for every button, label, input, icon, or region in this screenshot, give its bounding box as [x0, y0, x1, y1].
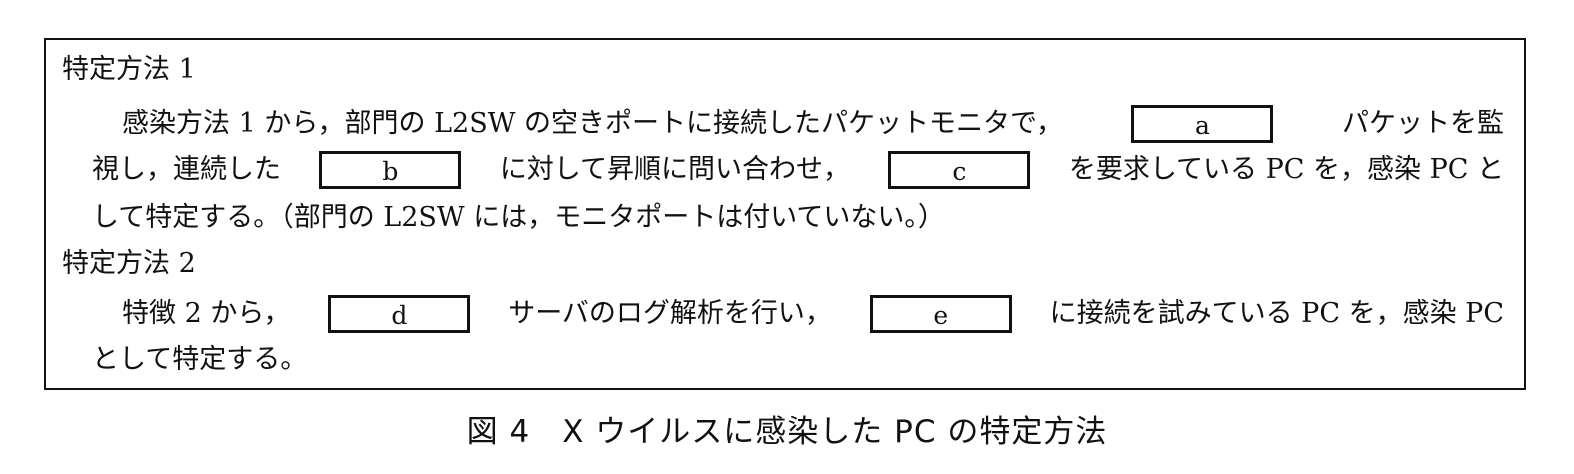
method1-line2: 視し，連続した b に対して昇順に問い合わせ， c を要求している PC を，感… [92, 146, 1504, 194]
method2-text: サーバのログ解析を行い， [508, 298, 832, 329]
method1-line1: 感染方法 1 から，部門の L2SW の空きポートに接続したパケットモニタで， … [122, 100, 1504, 148]
method1-heading: 特定方法 1 [62, 54, 196, 85]
method1-text: パケットを監 [1341, 108, 1504, 139]
blank-b: b [319, 151, 462, 189]
method1-text: 感染方法 1 から，部門の L2SW の空きポートに接続したパケットモニタで， [122, 108, 1063, 139]
method1-line3: して特定する。（部門の L2SW には，モニタポートは付いていない。） [92, 202, 945, 233]
method2-line1: 特徴 2 から， d サーバのログ解析を行い， e に接続を試みている PC を… [122, 290, 1504, 338]
method1-text: 視し，連続した [92, 154, 281, 185]
method1-text: を要求している PC を，感染 PC と [1068, 154, 1504, 185]
method2-heading: 特定方法 2 [62, 248, 196, 279]
blank-c: c [888, 151, 1031, 189]
question-box: 特定方法 1 感染方法 1 から，部門の L2SW の空きポートに接続したパケッ… [44, 38, 1526, 390]
method2-text: 特徴 2 から， [122, 298, 291, 329]
method1-text: に対して昇順に問い合わせ， [499, 154, 851, 185]
method2-line2: として特定する。 [92, 344, 308, 375]
blank-d: d [328, 295, 471, 333]
blank-e: e [869, 295, 1012, 333]
figure-caption: 図 4 X ウイルスに感染した PC の特定方法 [466, 414, 1108, 450]
method2-text: に接続を試みている PC を，感染 PC [1049, 298, 1504, 329]
blank-a: a [1131, 105, 1274, 143]
